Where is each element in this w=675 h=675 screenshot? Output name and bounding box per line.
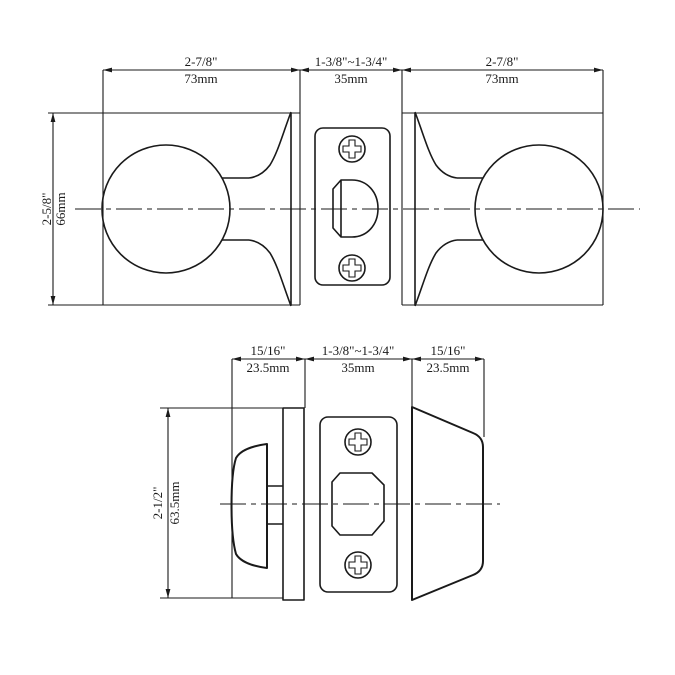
bottom-object [220,406,500,601]
thumbturn [230,443,268,569]
dim-label-metric: 35mm [341,360,374,375]
dim-label-metric: 23.5mm [427,360,470,375]
dim-label-metric: 73mm [485,71,518,86]
phillips-cross-icon [348,555,368,575]
extension-lines [48,70,604,306]
phillips-screw-bottom [338,254,366,282]
dim-label-primary: 15/16" [431,343,466,358]
left-knob-rose [248,111,292,307]
top-dimensions: 2-7/8" 73mm 1-3/8"~1-3/4" 35mm 2-7/8" 73… [39,54,604,306]
dimension-lines [52,69,603,305]
phillips-cross-icon [348,432,368,452]
screw-head [344,428,372,456]
dim-label-primary: 15/16" [251,343,286,358]
dim-label-metric: 23.5mm [247,360,290,375]
phillips-screw-top [338,135,366,163]
phillips-cross-icon [342,139,362,159]
dim-label-primary-vertical: 2-1/2" [150,487,165,520]
exterior-cylinder-housing [411,406,484,601]
right-knob-neck [457,177,483,241]
dim-label-metric: 73mm [184,71,217,86]
knob-lockset-top-view: 2-7/8" 73mm 1-3/8"~1-3/4" 35mm 2-7/8" 73… [39,54,640,307]
deadbolt-bolt [331,472,385,536]
dim-label-primary-vertical: 2-5/8" [39,193,54,226]
dimension-arrowheads [165,356,484,598]
latch-bolt [332,179,379,238]
phillips-cross-icon [342,258,362,278]
dim-label-primary: 1-3/8"~1-3/4" [322,343,395,358]
top-object [75,111,640,307]
left-knob-ball [101,144,231,274]
dimension-lines [167,358,484,598]
screw-head [338,135,366,163]
dim-label-primary: 2-7/8" [486,54,519,69]
bottom-dimensions: 15/16" 23.5mm 1-3/8"~1-3/4" 35mm 15/16" … [150,343,485,599]
left-knob-neck [222,177,249,241]
interior-rose-plate [282,407,305,601]
deadbolt-bottom-view: 15/16" 23.5mm 1-3/8"~1-3/4" 35mm 15/16" … [150,343,500,601]
dim-label-metric-vertical: 66mm [53,192,68,225]
phillips-screw-top [344,428,372,456]
dim-label-primary: 2-7/8" [185,54,218,69]
screw-head [338,254,366,282]
screw-head [344,551,372,579]
right-knob-ball [474,144,604,274]
extension-lines [160,359,485,599]
dim-label-primary: 1-3/8"~1-3/4" [315,54,388,69]
thumbturn-spindle [267,485,283,525]
deadbolt-faceplate [319,416,398,593]
latch-faceplate [314,127,391,286]
phillips-screw-bottom [344,551,372,579]
dim-label-metric: 35mm [334,71,367,86]
right-knob-rose [414,111,458,307]
dim-label-metric-vertical: 63.5mm [167,482,182,525]
